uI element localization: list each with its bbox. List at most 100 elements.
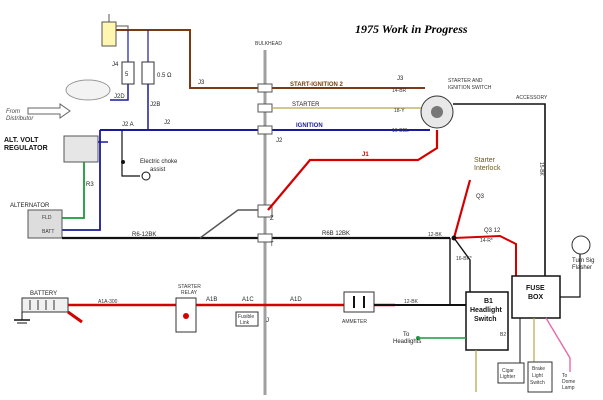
alternator <box>27 209 63 239</box>
ignition-wire-label: IGNITION <box>296 123 323 129</box>
a1d-label: A1D <box>290 297 302 303</box>
cigar-lighter-label: Cigar Lighter <box>500 368 516 380</box>
cigar-wire <box>514 318 521 366</box>
fl-line2: Link <box>240 320 250 326</box>
tsf-line2: Flasher <box>572 265 592 271</box>
to-dome-lamp-label: To Dome Lamp <box>562 373 577 391</box>
voltage-regulator <box>63 135 99 163</box>
alt-volt-regulator-label: ALT. VOLT REGULATOR <box>4 137 48 152</box>
from-distributor-arrow <box>27 103 71 119</box>
batt-blue-wire <box>62 130 101 231</box>
field-green-wire <box>62 162 85 219</box>
choke-terminal <box>141 171 151 181</box>
ammeter-label: AMMETER <box>342 319 367 325</box>
q3-12-label: Q3 12 <box>484 228 501 234</box>
j3-label-b: J3 <box>397 76 404 82</box>
ignition-coil <box>101 21 117 47</box>
cl-line2: Lighter <box>500 374 516 380</box>
n16bk-label: 16-BK* <box>456 256 472 262</box>
turn-sig-flasher-label: Turn Sig Flasher <box>572 258 596 271</box>
dl-line1: To <box>562 373 568 379</box>
ignition-switch-label: STARTER AND IGNITION SWITCH <box>448 78 492 91</box>
j1-red-wire <box>267 130 439 211</box>
j-label: J <box>266 318 269 324</box>
tsf-line1: Turn Sig <box>572 258 594 264</box>
battery <box>21 297 69 313</box>
j2b-label: J2B <box>150 102 160 108</box>
sr-line1: STARTER <box>178 284 201 290</box>
bulkhead-label: BULKHEAD <box>255 41 282 47</box>
b2-label: B2 <box>500 332 506 338</box>
fuse-box-label: FUSE BOX <box>526 285 547 301</box>
r6-label: R6-12BK <box>132 232 156 238</box>
from-distributor-label: From Distributor <box>6 109 34 122</box>
start-ignition-2-label: START-IGNITION 2 <box>290 82 344 88</box>
a1a-label: A1A-300 <box>98 299 118 305</box>
turn-signal-flasher <box>571 235 591 255</box>
start-ignition-2-wire <box>116 29 425 89</box>
bl-line1: Brake <box>532 366 545 372</box>
dome-wire <box>545 317 571 372</box>
j1-label: J1 <box>362 152 369 158</box>
j2-label-a: J2 <box>164 120 171 126</box>
choke-dot <box>121 160 125 164</box>
q3-label: Q3 <box>476 194 485 200</box>
accessory-wire <box>453 103 546 276</box>
fld-label: FLD <box>42 215 52 221</box>
dl-line3: Lamp <box>562 385 575 391</box>
j2a-label: J2 A <box>122 122 134 128</box>
headlights-dot <box>416 336 420 340</box>
a1c-label: A1C <box>242 297 254 303</box>
j4-label: J4 <box>112 62 119 68</box>
fl-line1: Fusible <box>238 314 254 320</box>
relay-terminal <box>183 313 189 319</box>
ignition-switch-center <box>431 106 443 118</box>
reg-line1: ALT. VOLT <box>4 137 39 144</box>
reg-line2: REGULATOR <box>4 145 48 152</box>
bl-line2: Light <box>532 373 543 379</box>
interlock-line1: Starter <box>474 157 496 164</box>
ammeter <box>343 291 375 313</box>
to-headlights-label: To Headlights <box>393 332 421 345</box>
diagram-title: 1975 Work in Progress <box>355 22 468 36</box>
fuse-box <box>511 275 561 319</box>
switch-line1: STARTER AND <box>448 78 483 84</box>
n12bk-b-label: 12-BK <box>404 299 419 305</box>
starter-relay-label: STARTER RELAY <box>178 284 202 296</box>
n14r-label: 14-R* <box>480 238 493 244</box>
distributor <box>65 79 111 101</box>
n16bk-wire <box>453 237 471 292</box>
accessory-label: ACCESSORY <box>516 95 548 101</box>
brake-light-switch-label: Brake Light Switch <box>530 366 546 386</box>
electric-choke-label: Electric choke assist <box>140 159 179 173</box>
interlock-line2: Interlock <box>474 165 501 172</box>
n15bk-label: 15-BK <box>538 162 544 177</box>
from-distributor-line2: Distributor <box>6 116 34 122</box>
bulkhead-connector-t <box>257 233 273 243</box>
q3-12-wire <box>453 234 517 276</box>
j2d-wire <box>110 84 129 101</box>
bulkhead-connector-2 <box>257 103 273 113</box>
cigar-lighter-box <box>497 362 525 384</box>
batt-label: BATT <box>42 229 54 235</box>
resistor-half-ohm <box>141 61 155 85</box>
bulkhead-connector-1 <box>257 83 273 93</box>
n14br-label: 14-BR <box>392 88 407 94</box>
starter-interlock-label: Starter Interlock <box>474 157 501 172</box>
r3-label: R3 <box>86 182 94 188</box>
half-ohm-label: 0.5 Ω <box>157 73 172 79</box>
hs-line2: Headlight <box>470 307 503 314</box>
battery-pos-cable <box>67 310 83 324</box>
fusible-link-label: Fusible Link <box>238 314 256 326</box>
fb-line1: FUSE <box>526 285 545 292</box>
headlight-switch-label: B1 Headlight Switch <box>470 298 504 323</box>
r6b-label: R6B 12BK <box>322 231 350 237</box>
n18y-label: 18-Y <box>394 108 405 114</box>
battery-label: BATTERY <box>30 291 57 297</box>
coil-feed <box>116 25 129 30</box>
hs-line3: Switch <box>474 316 497 323</box>
from-distributor-line1: From <box>6 109 20 115</box>
alternator-label: ALTERNATOR <box>10 203 50 209</box>
